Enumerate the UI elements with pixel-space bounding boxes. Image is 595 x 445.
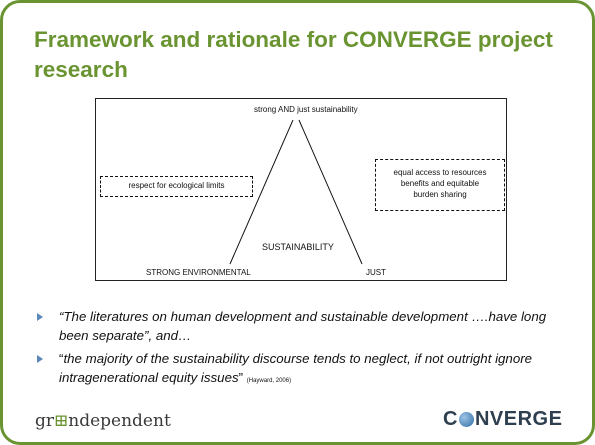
converge-logo: C NVERGE — [443, 408, 562, 431]
triangle-diagram-graphic — [229, 119, 363, 265]
grindependent-logo: gr⊞ndependent — [35, 411, 171, 431]
slide-title: Framework and rationale for CONVERGE pro… — [34, 27, 553, 82]
logo-left-prefix: gr — [35, 411, 55, 431]
sustainability-label: SUSTAINABILITY — [262, 242, 334, 252]
ecological-limits-box: respect for ecological limits — [100, 176, 253, 197]
citation: (Hayward, 2006) — [246, 378, 292, 384]
bullet-close-quote: ” — [238, 370, 247, 385]
ecological-limits-text: respect for ecological limits — [128, 181, 225, 190]
equal-access-line-3: burden sharing — [413, 190, 467, 199]
equal-access-box: equal access to resources benefits and e… — [375, 159, 505, 211]
triangle-left-edge — [229, 119, 294, 265]
equal-access-line-2: benefits and equitable — [400, 179, 480, 188]
logo-right-prefix: C — [443, 408, 458, 430]
logo-left-suffix: ndependent — [68, 411, 171, 431]
bullet-item-2: “the majority of the sustainability disc… — [34, 349, 574, 391]
bullet-arrow-icon — [37, 313, 43, 321]
logo-left-mark-icon: ⊞ — [54, 411, 69, 431]
strong-environmental-label: STRONG ENVIRONMENTAL — [146, 268, 251, 277]
bullet-list: “The literatures on human development an… — [34, 307, 574, 395]
bullet-open-quote: “ — [59, 351, 64, 366]
top-label: strong AND just sustainability — [254, 105, 358, 114]
bullet-item-1: “The literatures on human development an… — [34, 307, 574, 345]
just-label: JUST — [366, 268, 386, 277]
triangle-right-edge — [298, 119, 363, 265]
equal-access-line-1: equal access to resources — [393, 168, 487, 177]
logo-right-suffix: NVERGE — [474, 408, 563, 430]
bullet-quote-2: the majority of the sustainability disco… — [59, 351, 533, 385]
bullet-quote-1: “The literatures on human development an… — [59, 309, 547, 343]
bullet-arrow-icon — [37, 355, 43, 363]
globe-icon — [458, 412, 474, 427]
sustainability-diagram: strong AND just sustainability respect f… — [95, 98, 507, 281]
